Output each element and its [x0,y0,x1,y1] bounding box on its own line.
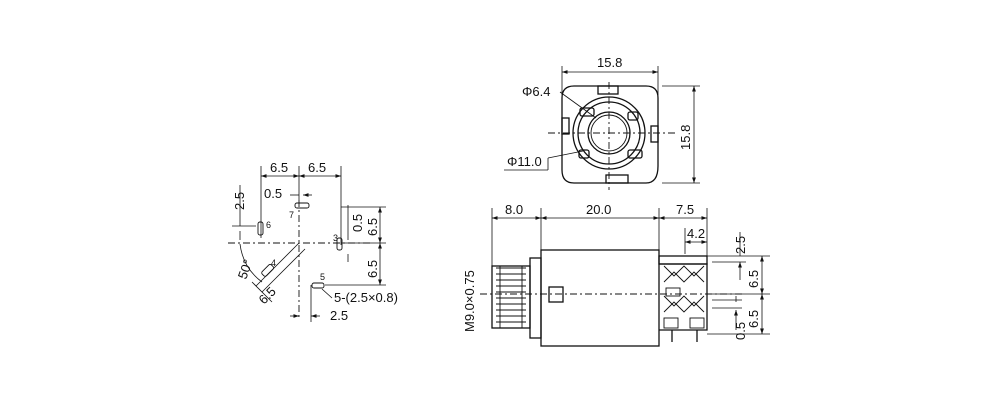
pin-3-label: 3 [333,233,338,243]
dim-2-5-bottom: 2.5 [330,308,348,323]
pin-4-label: 4 [271,258,276,268]
dim-0-5-top: 0.5 [264,186,282,201]
side-dim-6-5-a: 6.5 [746,270,761,288]
pin-5-label: 5 [320,272,325,282]
front-view: 15.8 15.8 Φ6.4 Φ11.0 [504,55,700,190]
dim-6-5-diag: 6.5 [256,284,279,307]
hole-spec: 5-(2.5×0.8) [334,290,398,305]
front-width: 15.8 [597,55,622,70]
dim-6-5-b: 6.5 [308,160,326,175]
front-height: 15.8 [678,125,693,150]
side-dim-4-2: 4.2 [687,226,705,241]
side-dim-6-5-b: 6.5 [746,310,761,328]
dim-6-5-right-a: 6.5 [365,218,380,236]
dim-2-5-left: 2.5 [232,192,247,210]
footprint-view: 6.5 6.5 0.5 7 6 2.5 3 4 5 6.5 6.5 [228,160,398,323]
pin-6-label: 6 [266,220,271,230]
angle-50: 50° [235,257,256,281]
side-dim-20-0: 20.0 [586,202,611,217]
outer-dia: Φ11.0 [507,154,542,169]
pin-7-label: 7 [289,210,294,220]
side-dim-0-5: 0.5 [733,322,748,340]
dim-0-5-right: 0.5 [350,214,365,232]
dim-6-5-right-b: 6.5 [365,260,380,278]
side-view: 8.0 20.0 7.5 4.2 M9.0×0.75 [462,202,770,347]
side-dim-2-5: 2.5 [733,236,748,254]
thread-spec: M9.0×0.75 [462,270,477,332]
side-dim-8-0: 8.0 [505,202,523,217]
dim-6-5-a: 6.5 [270,160,288,175]
side-dim-7-5: 7.5 [676,202,694,217]
inner-dia: Φ6.4 [522,84,550,99]
